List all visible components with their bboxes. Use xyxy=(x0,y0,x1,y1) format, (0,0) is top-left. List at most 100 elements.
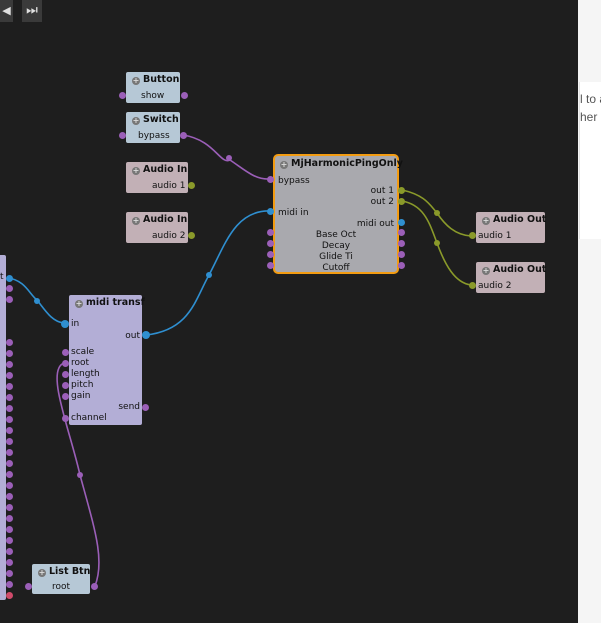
node-title: Switch xyxy=(143,114,179,125)
port-in-midi[interactable] xyxy=(267,208,274,215)
add-icon: + xyxy=(280,160,288,169)
side-panel-text-1: l to a xyxy=(580,92,601,106)
port-out[interactable] xyxy=(181,92,188,99)
port-in[interactable] xyxy=(119,132,126,139)
left-node-port[interactable] xyxy=(6,383,13,390)
left-node-port[interactable] xyxy=(6,416,13,423)
left-node-port[interactable] xyxy=(6,493,13,500)
left-node-port[interactable] xyxy=(6,581,13,588)
wire-midpoint xyxy=(434,210,440,216)
left-node-port[interactable] xyxy=(6,350,13,357)
port-in-cutoff[interactable] xyxy=(267,262,274,269)
audio-out-node-2[interactable]: +Audio Out audio 2 xyxy=(476,262,547,293)
left-node-port[interactable] xyxy=(6,515,13,522)
port-label-pitch: pitch xyxy=(71,380,94,390)
port-out-midi[interactable] xyxy=(142,331,150,339)
port-label-audio-2: audio 2 xyxy=(152,231,186,241)
left-node-port[interactable] xyxy=(6,405,13,412)
left-node-port[interactable] xyxy=(6,548,13,555)
port-in-glide[interactable] xyxy=(267,251,274,258)
port-out-send[interactable] xyxy=(142,404,149,411)
node-title: Audio Out xyxy=(493,214,547,225)
port-out-glide[interactable] xyxy=(398,251,405,258)
side-panel-text-2: her n xyxy=(580,110,601,124)
left-node-port[interactable] xyxy=(6,394,13,401)
left-node-port[interactable] xyxy=(6,427,13,434)
button-node[interactable]: +Button show xyxy=(126,72,180,103)
left-node-port[interactable] xyxy=(6,372,13,379)
midi-transf-node[interactable]: +midi transf in out scale root length pi… xyxy=(69,295,145,425)
audio-out-node-1[interactable]: +Audio Out audio 1 xyxy=(476,212,547,243)
add-icon: + xyxy=(38,568,46,577)
port-in-pitch[interactable] xyxy=(62,382,69,389)
port-label-audio-1: audio 1 xyxy=(478,231,512,241)
port-in-midi[interactable] xyxy=(61,320,69,328)
left-node-port[interactable] xyxy=(6,339,13,346)
port-in-root[interactable] xyxy=(62,360,69,367)
port-out-1[interactable] xyxy=(398,187,405,194)
port-out-decay[interactable] xyxy=(398,240,405,247)
port-in[interactable] xyxy=(469,232,476,239)
port-label-out-1: out 1 xyxy=(370,186,394,196)
left-node-port[interactable] xyxy=(6,285,13,292)
port-in-decay[interactable] xyxy=(267,240,274,247)
port-in-gain[interactable] xyxy=(62,393,69,400)
port-label-show: show xyxy=(141,91,165,101)
left-node-port[interactable] xyxy=(6,592,13,599)
left-node-port[interactable] xyxy=(6,526,13,533)
port-in-channel[interactable] xyxy=(62,415,69,422)
port-out[interactable] xyxy=(188,182,195,189)
end-button[interactable]: ⏭ xyxy=(22,0,42,22)
left-node-port[interactable] xyxy=(6,438,13,445)
param-base-oct: Base Oct xyxy=(315,230,357,240)
add-icon: + xyxy=(132,216,140,225)
node-title: Button xyxy=(143,74,180,85)
port-out-cutoff[interactable] xyxy=(398,262,405,269)
left-node-port[interactable] xyxy=(6,482,13,489)
add-icon: + xyxy=(482,216,490,225)
port-in-scale[interactable] xyxy=(62,349,69,356)
node-title: Audio In xyxy=(143,214,188,225)
port-out-base-oct[interactable] xyxy=(398,229,405,236)
left-node-port[interactable] xyxy=(6,570,13,577)
param-cutoff: Cutoff xyxy=(322,263,350,273)
side-panel-card xyxy=(579,82,601,239)
port-label-out-2: out 2 xyxy=(370,197,394,207)
switch-node[interactable]: +Switch bypass xyxy=(126,112,180,143)
list-btn-node[interactable]: +List Btn root xyxy=(32,564,90,594)
port-out-2[interactable] xyxy=(398,198,405,205)
prev-button[interactable]: ◀ xyxy=(0,0,13,22)
mj-harmonic-ping-node[interactable]: +MjHarmonicPingOnly bypass out 1 out 2 m… xyxy=(273,154,403,274)
left-node-port[interactable] xyxy=(6,449,13,456)
patch-canvas[interactable]: ◀ ⏭ t +Button show +Switch bypass xyxy=(0,0,578,623)
port-in-length[interactable] xyxy=(62,371,69,378)
port-in[interactable] xyxy=(469,282,476,289)
left-node-port[interactable] xyxy=(6,537,13,544)
left-node-port[interactable] xyxy=(6,296,13,303)
port-in-bypass[interactable] xyxy=(267,176,274,183)
port-out[interactable] xyxy=(91,583,98,590)
audio-in-node-1[interactable]: +Audio In audio 1 xyxy=(126,162,188,193)
port-in[interactable] xyxy=(119,92,126,99)
port-in[interactable] xyxy=(25,583,32,590)
skip-end-icon: ⏭ xyxy=(26,3,38,18)
port-label-scale: scale xyxy=(71,347,95,357)
wire-midpoint xyxy=(77,472,83,478)
node-title: Audio Out xyxy=(493,264,547,275)
port-in-base-oct[interactable] xyxy=(267,229,274,236)
prev-icon: ◀ xyxy=(2,4,11,17)
audio-in-node-2[interactable]: +Audio In audio 2 xyxy=(126,212,188,243)
port-out[interactable] xyxy=(180,132,187,139)
port-label-midi-in: midi in xyxy=(278,208,309,218)
port-out-midi[interactable] xyxy=(398,219,405,226)
left-node-port[interactable] xyxy=(6,460,13,467)
left-node-port[interactable] xyxy=(6,361,13,368)
node-title: MjHarmonicPingOnly xyxy=(291,158,403,169)
left-node-port[interactable] xyxy=(6,504,13,511)
left-node-port[interactable] xyxy=(6,275,13,282)
left-node[interactable] xyxy=(0,255,6,600)
port-out[interactable] xyxy=(188,232,195,239)
port-label-channel: channel xyxy=(71,413,107,423)
left-node-port[interactable] xyxy=(6,559,13,566)
left-node-port[interactable] xyxy=(6,471,13,478)
